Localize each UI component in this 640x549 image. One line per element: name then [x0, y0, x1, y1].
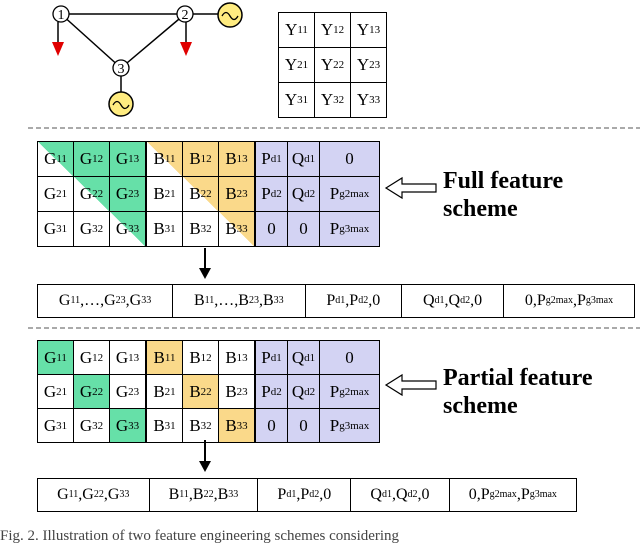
bus-node-1	[52, 5, 70, 23]
left-arrow-icon	[384, 176, 437, 200]
bus-label-2: 2	[182, 8, 189, 23]
pq-matrix-cell: 0	[287, 408, 320, 443]
pq-matrix-cell: 0	[319, 340, 380, 375]
full-scheme-label-line2: scheme	[443, 196, 518, 222]
line-1-3	[60, 13, 122, 69]
full-scheme-label-line1: Full feature	[443, 168, 564, 194]
partial-scheme-label-line1: Partial feature	[443, 365, 593, 391]
full-scheme-label: Full feature scheme	[443, 167, 563, 223]
down-arrow-icon	[199, 461, 211, 472]
down-arrow-icon	[199, 268, 211, 279]
left-arrow-icon	[384, 373, 437, 397]
partial-scheme-label-line2: scheme	[443, 393, 518, 419]
bus-node-3	[112, 59, 130, 77]
pq-matrix-cell: 0	[255, 211, 288, 247]
load-arrow-icon	[180, 42, 192, 56]
bus-node-2	[176, 5, 194, 23]
line-2-3	[120, 13, 186, 69]
load-arrow-icon	[52, 42, 64, 56]
pq-matrix-cell: 0	[319, 141, 380, 177]
pq-matrix-cell: 0	[287, 211, 320, 247]
pq-matrix-cell: 0	[255, 408, 288, 443]
figure-caption: Fig. 2. Illustration of two feature engi…	[0, 528, 400, 544]
partial-scheme-label: Partial feature scheme	[443, 364, 593, 420]
bus-label-3: 3	[118, 62, 125, 77]
bus-label-1: 1	[58, 8, 65, 23]
